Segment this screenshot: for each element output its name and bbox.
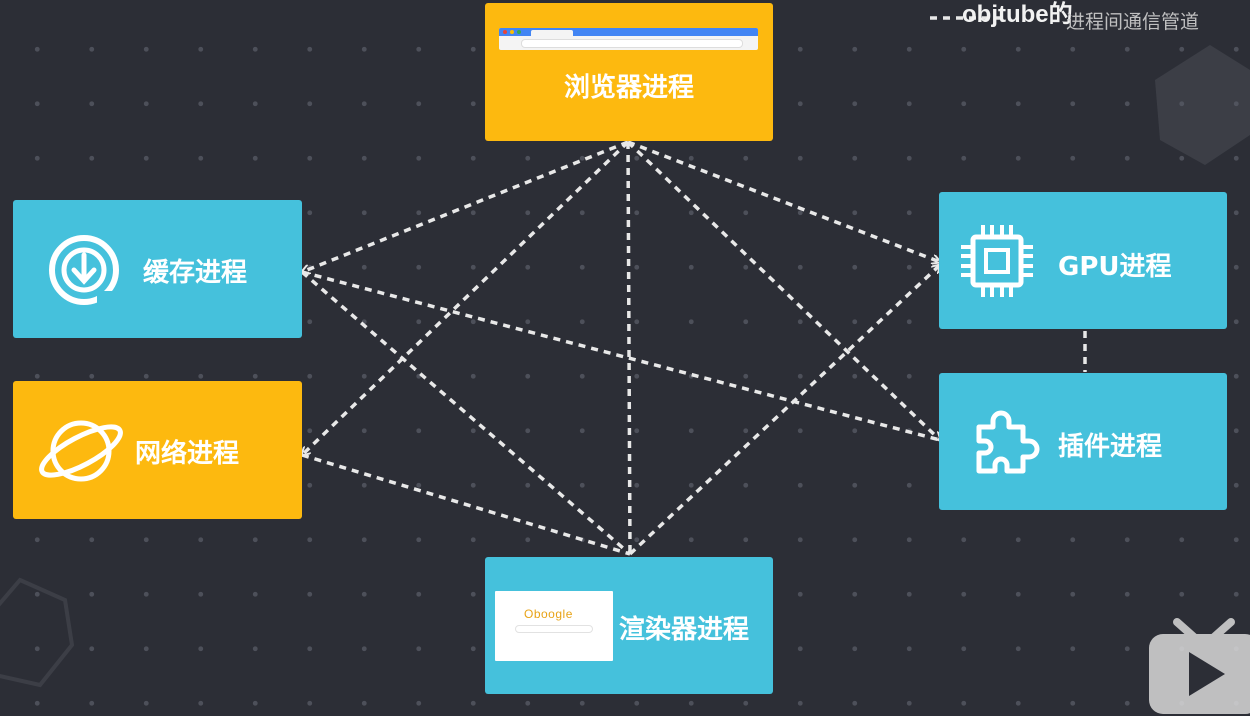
hexagon-decoration-top-right xyxy=(1155,45,1250,165)
edge-cache-plugin xyxy=(301,270,941,442)
bilibili-tv-logo-icon xyxy=(1149,618,1250,714)
planet-icon xyxy=(37,411,125,491)
cache-process-label: 缓存进程 xyxy=(143,258,248,288)
video-watermark: objtube的 进程间通信管道 xyxy=(962,0,1250,33)
gpu-process-label: GPU进程 xyxy=(1058,252,1172,282)
renderer-page-logo: Oboogle xyxy=(524,607,573,621)
network-process-node: 网络进程 xyxy=(13,381,302,519)
watermark-text: objtube的 xyxy=(962,1,1073,28)
renderer-page-search-box xyxy=(515,625,593,633)
browser-window-icon xyxy=(499,28,758,50)
cache-process-node: 缓存进程 xyxy=(13,200,302,338)
hexagon-decoration-bottom-left xyxy=(0,577,75,688)
edge-browser-plugin xyxy=(626,140,940,440)
plugin-process-node: 插件进程 xyxy=(939,373,1227,510)
chip-icon xyxy=(959,225,1035,297)
plugin-process-label: 插件进程 xyxy=(1058,432,1163,462)
browser-process-label: 浏览器进程 xyxy=(563,73,694,103)
edge-browser-gpu xyxy=(627,140,940,262)
renderer-page-preview: Oboogle xyxy=(495,591,613,661)
network-process-label: 网络进程 xyxy=(135,439,240,469)
watermark-subtitle: 进程间通信管道 xyxy=(1066,12,1200,33)
renderer-process-label: 渲染器进程 xyxy=(619,615,750,645)
edge-browser-cache xyxy=(302,140,629,272)
browser-process-node: 浏览器进程 xyxy=(485,3,773,141)
edge-browser-network xyxy=(302,140,630,455)
edge-network-renderer xyxy=(301,453,631,556)
edge-renderer-gpu xyxy=(628,265,940,556)
puzzle-piece-icon xyxy=(971,407,1041,475)
download-circle-icon xyxy=(47,233,121,307)
gpu-process-node: GPU进程 xyxy=(939,192,1227,329)
edge-browser-renderer xyxy=(626,141,632,555)
renderer-process-node: Oboogle 渲染器进程 xyxy=(485,557,773,694)
